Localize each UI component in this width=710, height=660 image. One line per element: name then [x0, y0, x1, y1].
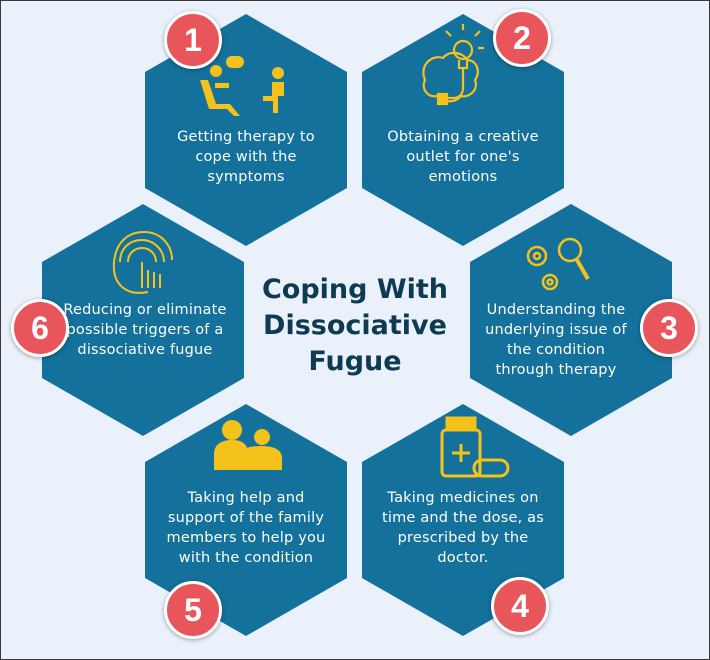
hexagon-2: [362, 14, 564, 246]
idea-brain-icon: [422, 24, 484, 106]
gears-magnifier-icon: [526, 237, 590, 291]
step-5-text: Taking help and support of the family me…: [166, 490, 326, 566]
title-line-3: Fugue: [308, 346, 402, 377]
hexagon-1: [145, 14, 347, 246]
step-1-badge: 1: [164, 11, 222, 69]
step-6-text: Reducing or eliminate possible triggers …: [63, 302, 227, 358]
page-title: Coping With Dissociative Fugue: [240, 272, 470, 380]
head-fingerprint-icon: [112, 230, 173, 294]
step-1-text: Getting therapy to cope with the symptom…: [177, 129, 315, 185]
step-2-badge: 2: [493, 9, 551, 67]
title-line-1: Coping With: [261, 274, 449, 305]
hexagon-3: [470, 204, 672, 436]
hexagon-5: [145, 404, 347, 636]
family-support-icon: [214, 420, 282, 470]
therapy-session-icon: [200, 56, 284, 116]
step-4-badge: 4: [491, 577, 549, 635]
step-4-text: Taking medicines on time and the dose, a…: [381, 490, 545, 566]
step-3-badge: 3: [640, 299, 698, 357]
step-2-text: Obtaining a creative outlet for one's em…: [387, 129, 539, 185]
step-5-badge: 5: [164, 581, 222, 639]
step-6-badge: 6: [11, 299, 69, 357]
medicine-bottle-icon: [440, 416, 510, 478]
hexagon-6: [42, 204, 244, 436]
title-line-2: Dissociative: [263, 310, 447, 341]
step-3-text: Understanding the underlying issue of th…: [485, 302, 627, 378]
